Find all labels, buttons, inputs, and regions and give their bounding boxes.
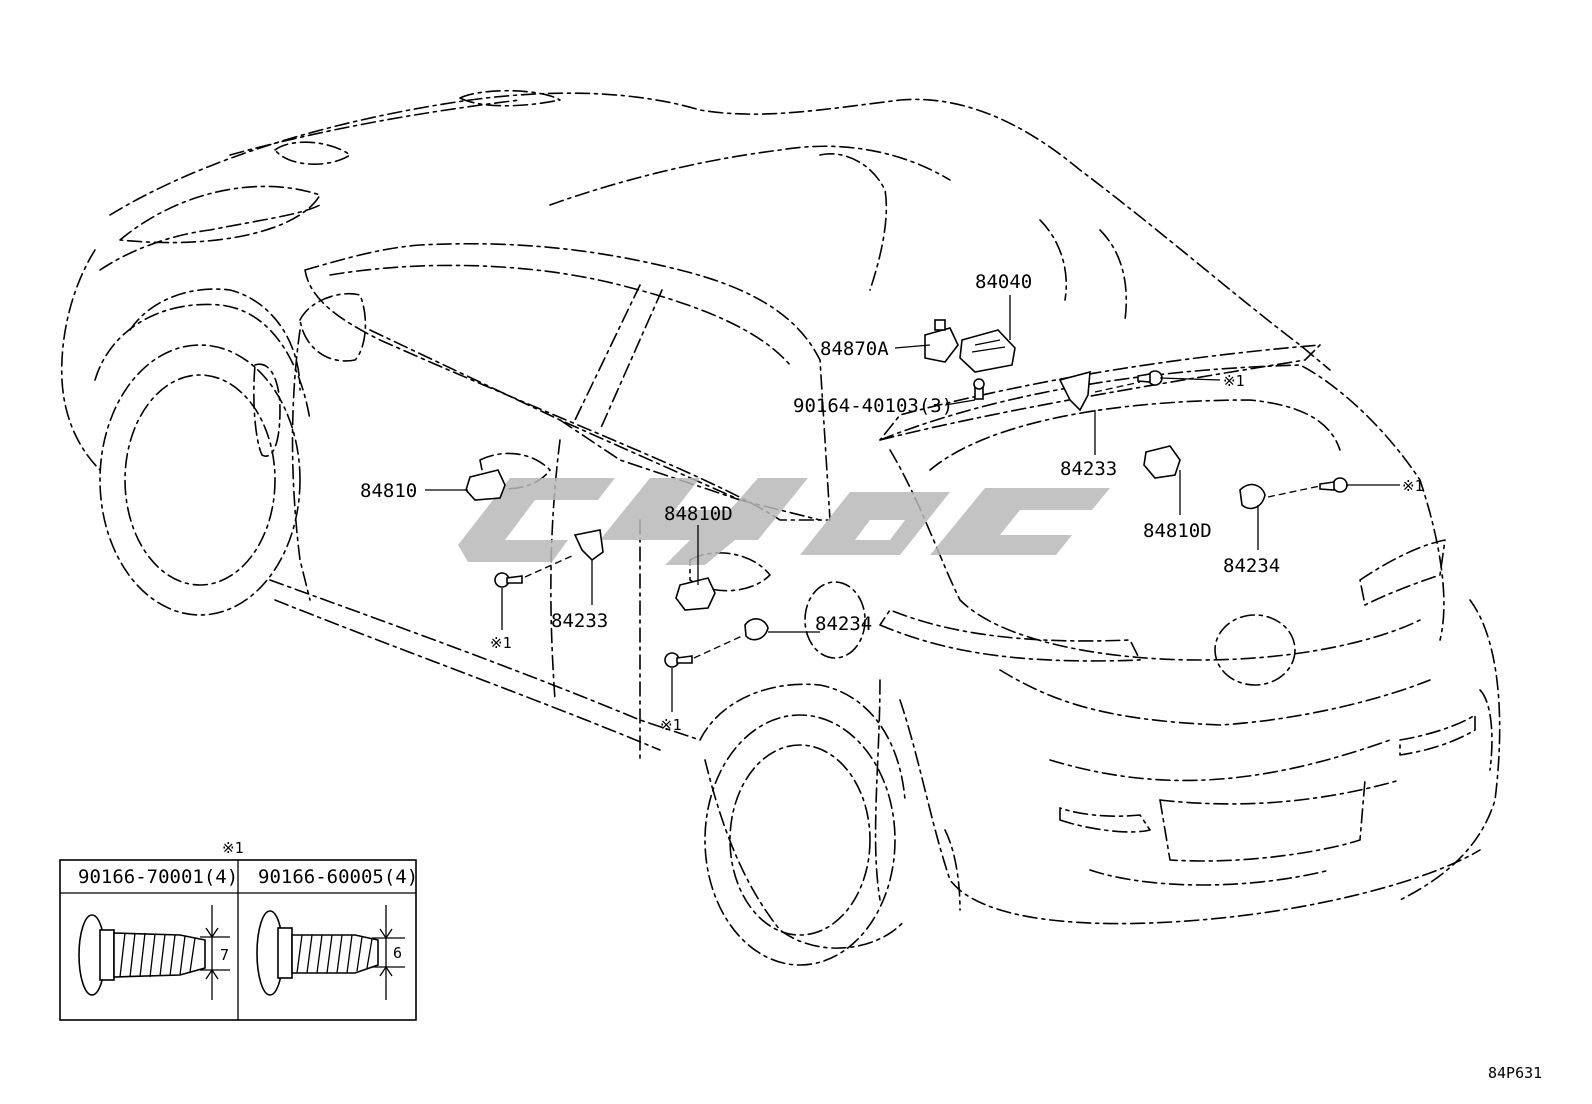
callout-84810d-right: 84810D [1143,520,1212,542]
callout-90164-40103: 90164-40103(3) [793,395,953,417]
callout-84233-door: 84233 [551,610,608,632]
watermark-logo [458,478,1110,565]
part-84040-unit-icon [959,329,1016,373]
part-screw-top-icon [1137,370,1163,386]
note-mark-top: ※1 [1223,372,1245,390]
part-90164-bolt-icon [973,378,985,400]
part-84810-switch-icon [465,469,506,501]
callout-84810: 84810 [360,480,417,502]
inset-part-90166-60005: 90166-60005(4) [258,866,418,888]
part-84234-right-icon [1239,483,1266,510]
callout-84234-door: 84234 [815,613,872,635]
part-screw-door1-icon [494,572,523,588]
part-84810d-switch-right-icon [1143,445,1181,479]
fastener-inset-table: ※1 90166-70001(4) 90166-60005(4) 7 [59,839,418,1021]
inset-part-90166-70001: 90166-70001(4) [78,866,238,888]
screw-7mm-drawing: 7 [78,905,230,1000]
part-84870a-sensor-icon [924,319,959,363]
inset-dim-6: 6 [393,944,402,962]
part-screw-door2-icon [664,652,693,668]
part-84233-door-icon [573,529,604,562]
leader-lines [425,295,1400,712]
callout-84040: 84040 [975,271,1032,293]
callout-84810d-door: 84810D [664,503,733,525]
car-body-outline [60,89,1501,966]
inset-title: ※1 [222,839,244,857]
part-84810d-door-icon [675,577,716,611]
inset-dim-7: 7 [220,946,229,964]
callout-84234-right: 84234 [1223,555,1280,577]
part-84233-switch-top-icon [1058,370,1091,412]
note-mark-door1: ※1 [490,634,512,652]
callout-84870a: 84870A [820,338,889,360]
diagram-code: 84P631 [1488,1064,1542,1082]
screw-6mm-drawing: 6 [256,905,405,1000]
note-mark-door2: ※1 [660,716,682,734]
part-84234-door-icon [744,618,769,641]
note-mark-right: ※1 [1402,477,1424,495]
callout-84233-top: 84233 [1060,458,1117,480]
part-screw-right-icon [1319,477,1348,493]
